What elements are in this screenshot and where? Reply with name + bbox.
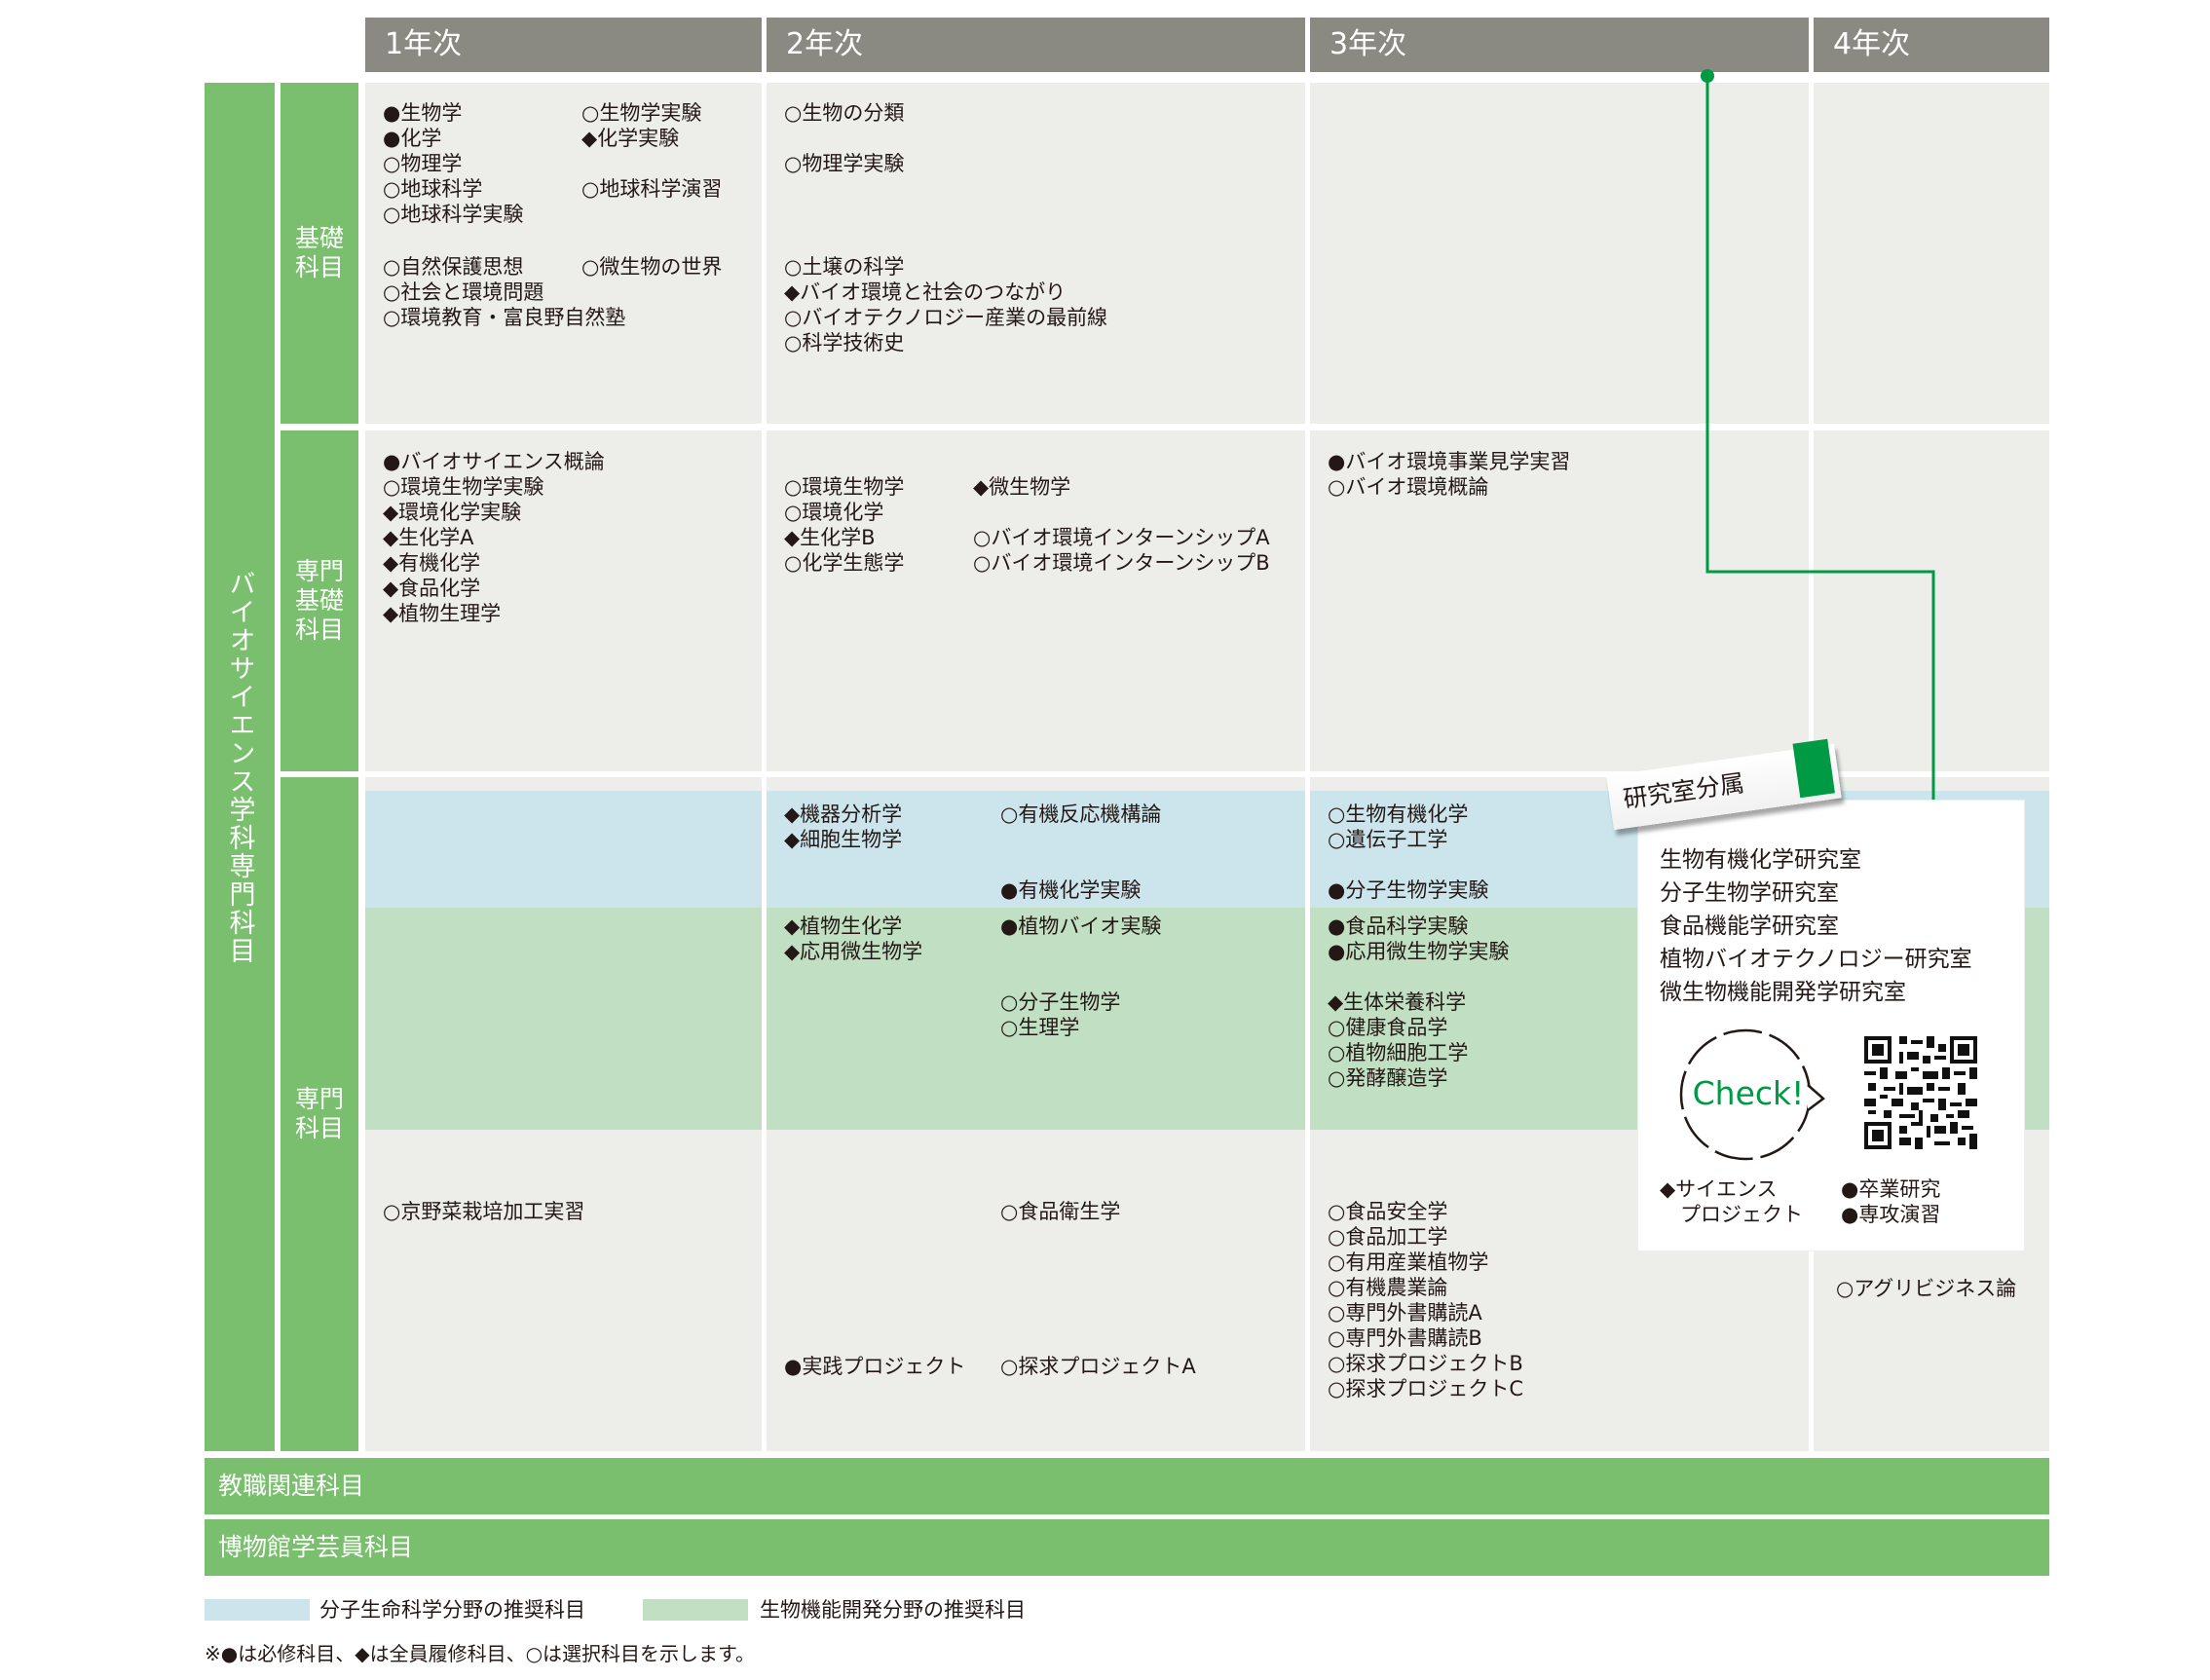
cell-kiso-y1 (365, 83, 762, 424)
year-header-4: 4年次 (1814, 18, 2049, 72)
course-list-kiso-y1-d: ○微生物の世界 (581, 255, 723, 279)
legend-green-label: 生物機能開発分野の推奨科目 (760, 1598, 1026, 1622)
row-label-senmon-box: 専門 科目 (281, 777, 358, 1451)
legend-swatch-blue (205, 1599, 310, 1621)
lab-item: 微生物機能開発学研究室 (1660, 980, 1906, 1005)
course-list-s-y2-b: ○食品衛生学 (1000, 1200, 1121, 1223)
lab-list: 生物有機化学研究室 分子生物学研究室 食品機能学研究室 植物バイオテクノロジー研… (1660, 843, 1972, 1009)
lab-popup: 生物有機化学研究室 分子生物学研究室 食品機能学研究室 植物バイオテクノロジー研… (1638, 801, 2024, 1251)
row-label-kiso-box: 基礎 科目 (281, 83, 358, 424)
check-speech-bubble-icon (1679, 1028, 1825, 1161)
band-blue-y1 (365, 791, 762, 908)
course-list-sk-y3: ●バイオ環境事業見学実習○バイオ環境概論 (1328, 450, 1571, 499)
lab-tag-label: 研究室分属 (1621, 768, 1746, 814)
course-list-kiso-y1-c: ○自然保護思想○社会と環境問題○環境教育・富良野自然塾 (383, 255, 626, 329)
popup-bottom-left: ◆サイエンス プロジェクト (1660, 1177, 1803, 1226)
course-list-s-blue-y3: ○生物有機化学○遺伝子工学●分子生物学実験 (1328, 803, 1489, 902)
course-list-kiso-y2-a: ○生物の分類○物理学実験 (784, 101, 905, 175)
check-label[interactable]: Check! (1692, 1074, 1805, 1112)
course-list-sk-y2-a: ○環境生物学○環境化学◆生化学B○化学生態学 (784, 475, 905, 575)
footnote: ※●は必修科目、◆は全員履修科目、○は選択科目を示します。 (205, 1642, 756, 1665)
cell-kiso-y4 (1814, 83, 2049, 424)
year-header-3: 3年次 (1310, 18, 1809, 72)
legend-blue-label: 分子生命科学分野の推奨科目 (319, 1598, 585, 1622)
cell-sk-y4 (1814, 430, 2049, 771)
popup-bottom-right: ●卒業研究●専攻演習 (1841, 1177, 1941, 1226)
band-green-y1 (365, 908, 762, 1130)
course-list-s-y1: ○京野菜栽培加工実習 (383, 1200, 585, 1223)
course-list-kiso-y2-b: ○土壌の科学◆バイオ環境と社会のつながり○バイオテクノロジー産業の最前線○科学技… (784, 255, 1108, 355)
cell-sk-y1 (365, 430, 762, 771)
row-label-kiso: 基礎 科目 (294, 224, 344, 281)
band-kyoshoku: 教職関連科目 (205, 1458, 2049, 1514)
lab-connector-line (1701, 69, 1935, 808)
qr-code-icon[interactable] (1864, 1036, 1977, 1149)
course-list-sk-y1: ●バイオサイエンス概論○環境生物学実験◆環境化学実験◆生化学A◆有機化学◆食品化… (383, 450, 605, 625)
side-label-box: バイオサイエンス学科専門科目 (205, 83, 275, 1451)
row-label-senmon-kiso: 専門 基礎 科目 (294, 557, 344, 644)
tag-green-marker-icon (1792, 738, 1835, 799)
course-list-kiso-y1-b: ○生物学実験◆化学実験○地球科学演習 (581, 101, 723, 201)
cell-sk-y3 (1310, 430, 1809, 771)
band-blue-y2 (767, 791, 1305, 908)
lab-item: 分子生物学研究室 (1660, 880, 1839, 906)
course-list-s-y2-c: ○探求プロジェクトA (1000, 1355, 1196, 1378)
row-label-senmon-kiso-box: 専門 基礎 科目 (281, 430, 358, 771)
course-list-s-green-y3: ●食品科学実験●応用微生物学実験◆生体栄養科学○健康食品学○植物細胞工学○発酵醸… (1328, 915, 1510, 1090)
band-hakubutsukan: 博物館学芸員科目 (205, 1519, 2049, 1576)
course-list-kiso-y1-a: ●生物学●化学○物理学○地球科学○地球科学実験 (383, 101, 524, 226)
side-label: バイオサイエンス学科専門科目 (224, 569, 255, 965)
lab-tag: 研究室分属 (1606, 738, 1870, 831)
row-label-senmon: 専門 科目 (294, 1085, 344, 1142)
year-header-1: 1年次 (365, 18, 762, 72)
cell-sk-y2 (767, 430, 1305, 771)
band-green-y2 (767, 908, 1305, 1130)
legend-swatch-green (643, 1599, 748, 1621)
lab-item: 食品機能学研究室 (1660, 914, 1839, 939)
lab-tag-paper: 研究室分属 (1606, 738, 1842, 831)
lab-item: 生物有機化学研究室 (1660, 847, 1861, 873)
course-list-s-y4: ○アグリビジネス論 (1836, 1277, 2017, 1300)
lab-item: 植物バイオテクノロジー研究室 (1660, 947, 1972, 972)
course-list-s-y2-a: ●実践プロジェクト (784, 1355, 966, 1378)
course-list-s-blue-y2-b: ○有機反応機構論●有機化学実験 (1000, 803, 1162, 902)
course-list-s-green-y2-a: ◆植物生化学◆応用微生物学 (784, 915, 923, 963)
year-header-2: 2年次 (767, 18, 1305, 72)
course-list-s-blue-y2-a: ◆機器分析学◆細胞生物学 (784, 803, 903, 851)
cell-kiso-y3 (1310, 83, 1809, 424)
cell-kiso-y2 (767, 83, 1305, 424)
course-list-s-y3: ○食品安全学○食品加工学○有用産業植物学○有機農業論○専門外書購読A○専門外書購… (1328, 1200, 1523, 1400)
course-list-s-green-y2-b: ●植物バイオ実験○分子生物学○生理学 (1000, 915, 1162, 1039)
course-list-sk-y2-b: ◆微生物学○バイオ環境インターンシップA○バイオ環境インターンシップB (973, 475, 1270, 575)
